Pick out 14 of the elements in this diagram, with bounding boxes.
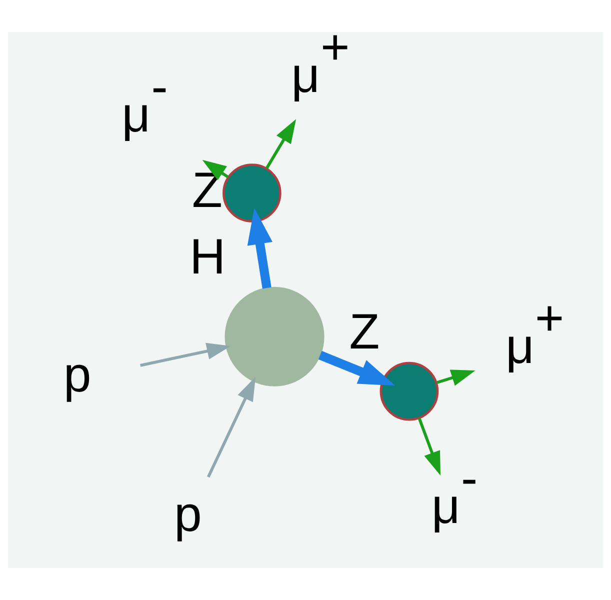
node-label: H	[190, 228, 226, 284]
node-label: Z	[349, 304, 380, 360]
arrow	[247, 208, 272, 289]
arrow	[418, 418, 440, 476]
arrow	[318, 350, 396, 386]
arrow	[206, 376, 256, 478]
arrow	[265, 119, 296, 170]
node-circle	[222, 164, 282, 222]
node-circle	[224, 286, 324, 386]
node-text: p	[174, 486, 202, 542]
node-circle	[380, 362, 439, 421]
node-text: p	[63, 346, 92, 403]
arrow	[140, 342, 231, 367]
arrow	[436, 370, 476, 386]
